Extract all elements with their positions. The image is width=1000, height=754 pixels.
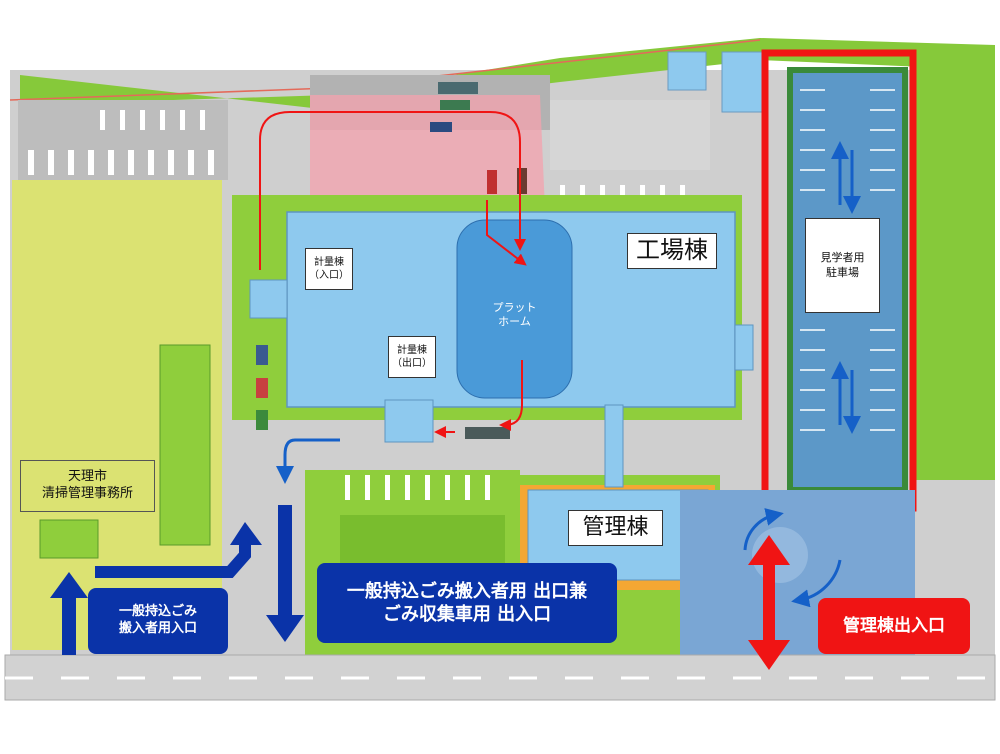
platform-area [456, 219, 573, 399]
admin-building-label: 管理棟 [568, 510, 663, 546]
city-office-label-line1: 天理市 [67, 469, 107, 485]
exit-route-curve [276, 438, 340, 484]
exit-entrance-label-line1: 一般持込ごみ搬入者用 出口兼 [346, 580, 588, 602]
weigh-entry-booth [249, 279, 288, 319]
visitor-parking-label: 見学者用 駐車場 [805, 218, 880, 313]
general-entrance-label-line2: 搬入者用入口 [118, 621, 197, 636]
visitor-parking-label-line1: 見学者用 [820, 251, 865, 265]
small-building-1 [667, 51, 707, 91]
general-entrance-label-line1: 一般持込ごみ [118, 604, 197, 620]
factory-label: 工場棟 [627, 233, 717, 269]
visitor-parking-label-line2: 駐車場 [826, 265, 859, 279]
visitor-lot-arrows [831, 141, 861, 434]
collection-route-turn [486, 200, 527, 266]
parked-car-1 [256, 345, 268, 365]
roundabout-arrow-2 [791, 559, 842, 608]
platform-label: プラット ホーム [462, 290, 567, 340]
city-office-label: 天理市 清掃管理事務所 [20, 460, 155, 512]
admin-connector [604, 404, 624, 488]
small-building-2 [721, 51, 768, 113]
green-plot-left [159, 344, 211, 546]
admin-entrance-arrow [748, 535, 790, 670]
platform-label-line1: プラット [492, 300, 537, 314]
weigh-entry-label-line2: （入口） [309, 270, 349, 281]
parking-stripes-top-left [28, 110, 214, 175]
collection-route-exit [499, 360, 523, 431]
truck-1 [438, 82, 478, 94]
truck-3 [430, 122, 452, 132]
weigh-exit-label-line1: 計量棟 [397, 345, 427, 356]
city-office-label-line2: 清掃管理事務所 [41, 486, 133, 501]
parking-stripes-lower [345, 475, 490, 500]
green-strip-right [915, 60, 995, 480]
exit-entrance-label-line2: ごみ収集車用 出入口 [382, 604, 552, 625]
truck-5 [517, 168, 527, 194]
admin-entrance-label: 管理棟出入口 [818, 598, 970, 654]
green-plot-small [39, 519, 99, 559]
weigh-exit-label: 計量棟 （出口） [388, 336, 436, 378]
weigh-entry-label-line1: 計量棟 [314, 257, 344, 268]
factory-annex [734, 324, 754, 371]
platform-label-line2: ホーム [498, 315, 531, 328]
pink-collection-zone [310, 95, 545, 210]
collection-route-upper [259, 111, 526, 270]
upper-right-lot [550, 100, 710, 170]
parked-car-3 [256, 410, 268, 430]
truck-2 [440, 100, 470, 110]
truck-4 [487, 170, 497, 194]
visitor-parking-stripes [800, 89, 895, 431]
weigh-exit-label-line2: （出口） [392, 358, 432, 369]
weigh-exit-booth [384, 399, 434, 443]
truck-6 [465, 427, 510, 439]
weigh-entry-label: 計量棟 （入口） [305, 248, 353, 290]
general-entry-arrows [50, 522, 262, 655]
roundabout-arrow-1 [743, 508, 784, 551]
exit-down-arrow [266, 505, 304, 642]
general-entrance-label: 一般持込ごみ 搬入者用入口 [88, 588, 228, 654]
parked-car-2 [256, 378, 268, 398]
exit-entrance-label: 一般持込ごみ搬入者用 出口兼 ごみ収集車用 出入口 [317, 563, 617, 643]
